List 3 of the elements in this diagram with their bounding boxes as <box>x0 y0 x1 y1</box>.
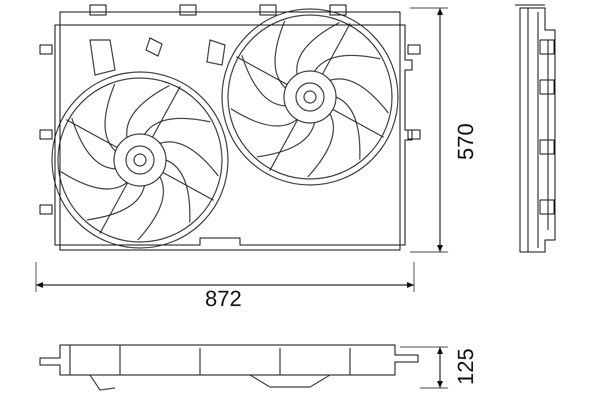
dimension-value: 570 <box>455 123 477 160</box>
dimension-value: 125 <box>455 348 477 385</box>
dimension-value: 872 <box>205 288 242 310</box>
